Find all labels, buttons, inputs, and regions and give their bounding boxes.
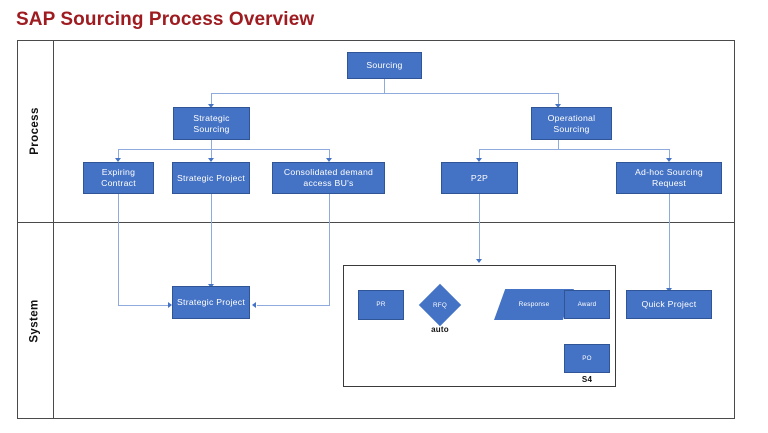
node-strategic-sourcing[interactable]: Strategic Sourcing	[173, 107, 250, 140]
node-adhoc-sourcing-request-label: Ad-hoc Sourcing Request	[635, 167, 703, 188]
connector-p2p-drop	[479, 194, 481, 260]
arrowhead-consolidated-demand	[325, 158, 332, 162]
node-pr-label: PR	[376, 301, 386, 309]
node-strategic-project-process-label: Strategic Project	[177, 172, 245, 183]
connector-to-strategic-sourcing	[211, 93, 213, 106]
lane-label-system-text: System	[29, 298, 42, 343]
connector-to-expiring-contract	[118, 149, 120, 160]
node-award[interactable]: Award	[564, 290, 610, 319]
node-po-label: PO	[582, 354, 592, 362]
connector-strategic-stem	[211, 140, 213, 150]
connector-expiring-drop	[118, 194, 120, 306]
page-title: SAP Sourcing Process Overview	[16, 9, 315, 30]
node-adhoc-sourcing-request[interactable]: Ad-hoc Sourcing Request	[616, 162, 722, 194]
node-consolidated-demand[interactable]: Consolidated demand access BU's	[272, 162, 385, 194]
lane-divider	[17, 222, 735, 223]
node-strategic-project-process[interactable]: Strategic Project	[172, 162, 250, 194]
lane-label-column-divider	[53, 40, 54, 419]
arrowhead-strategic-sourcing	[207, 104, 214, 108]
node-quick-project[interactable]: Quick Project	[626, 290, 712, 319]
connector-to-adhoc	[669, 149, 671, 160]
connector-to-operational-sourcing	[558, 93, 560, 106]
connector-operational-stem	[558, 140, 560, 150]
node-operational-sourcing[interactable]: Operational Sourcing	[531, 107, 612, 140]
arrowhead-strategic-project	[207, 158, 214, 162]
node-sourcing[interactable]: Sourcing	[347, 52, 422, 79]
node-expiring-contract[interactable]: Expiring Contract	[83, 162, 154, 194]
connector-consolidated-across	[257, 305, 330, 307]
lane-label-process: Process	[17, 40, 53, 222]
connector-adhoc-drop	[669, 194, 671, 289]
connector-to-strategic-project	[211, 149, 213, 160]
connector-expiring-across	[118, 305, 170, 307]
arrowhead-expiring-contract	[114, 158, 121, 162]
node-operational-sourcing-label: Operational Sourcing	[547, 112, 596, 134]
connector-sourcing-split	[211, 93, 559, 95]
node-sourcing-label: Sourcing	[366, 60, 403, 71]
node-consolidated-demand-label: Consolidated demand access BU's	[283, 167, 374, 188]
connector-to-consolidated-demand	[329, 149, 331, 160]
lane-label-process-text: Process	[29, 107, 41, 155]
po-note-s4: S4	[581, 375, 593, 384]
node-expiring-contract-label: Expiring Contract	[101, 167, 136, 188]
lane-label-system: System	[17, 222, 53, 419]
node-strategic-project-system[interactable]: Strategic Project	[172, 286, 250, 319]
arrowhead-adhoc	[665, 158, 672, 162]
node-strategic-sourcing-label: Strategic Sourcing	[193, 112, 230, 134]
connector-consolidated-drop	[329, 194, 331, 306]
node-award-label: Award	[577, 300, 597, 308]
connector-to-p2p	[479, 149, 481, 160]
node-quick-project-label: Quick Project	[641, 299, 697, 310]
node-rfq-label: RFQ	[433, 301, 447, 309]
connector-strategic-project-drop	[211, 194, 213, 285]
connector-sourcing-stem	[384, 79, 386, 94]
node-po[interactable]: PO	[564, 344, 610, 373]
node-p2p-label: P2P	[470, 172, 489, 183]
arrowhead-operational-sourcing	[554, 104, 561, 108]
node-response[interactable]: Response	[494, 289, 574, 320]
arrowhead-expiring-to-strategic-project	[168, 301, 172, 308]
arrowhead-p2p-down	[475, 259, 482, 263]
arrowhead-p2p	[475, 158, 482, 162]
node-response-label: Response	[518, 301, 550, 308]
connector-strategic-split	[118, 149, 329, 151]
connector-operational-split	[479, 149, 669, 151]
rfq-note-auto: auto	[431, 325, 449, 334]
arrowhead-consolidated-to-strategic-project	[252, 301, 256, 308]
node-strategic-project-system-label: Strategic Project	[177, 297, 245, 308]
node-pr[interactable]: PR	[358, 290, 404, 320]
node-p2p[interactable]: P2P	[441, 162, 518, 194]
